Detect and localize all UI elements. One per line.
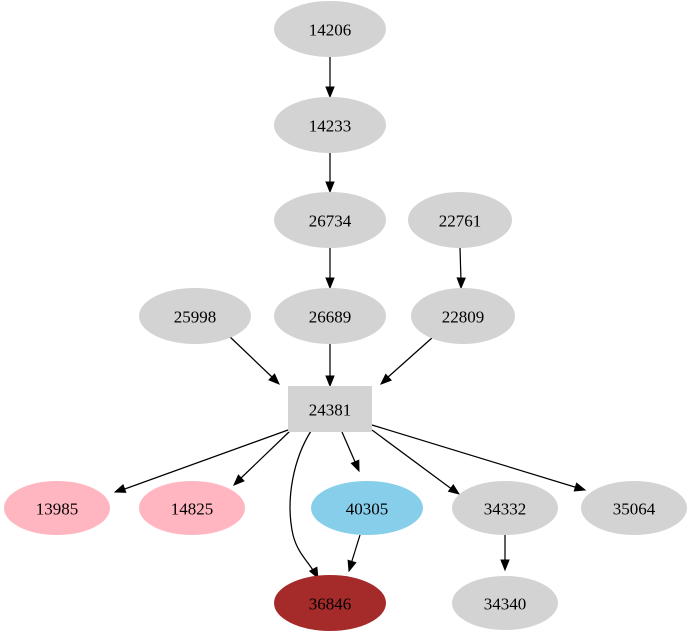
edge-22809-to-24381 <box>379 336 434 385</box>
node-26734[interactable]: 26734 <box>274 192 386 248</box>
edge-line <box>121 429 289 491</box>
edge-26734-to-26689 <box>325 248 335 290</box>
node-34340[interactable]: 34340 <box>452 576 558 630</box>
node-ellipse[interactable] <box>274 288 386 344</box>
node-40305[interactable]: 40305 <box>311 481 423 535</box>
node-36846[interactable]: 36846 <box>274 575 386 631</box>
arrowhead-icon <box>325 277 335 290</box>
edge-24381-to-35064 <box>371 424 587 492</box>
node-ellipse[interactable] <box>452 481 558 535</box>
node-ellipse[interactable] <box>274 192 386 248</box>
arrowhead-icon <box>268 373 280 385</box>
node-ellipse[interactable] <box>4 481 110 535</box>
arrowhead-icon <box>456 277 466 290</box>
arrowhead-icon <box>113 483 127 493</box>
node-35064[interactable]: 35064 <box>581 481 687 535</box>
arrowhead-icon <box>573 482 587 492</box>
edge-24381-to-13985 <box>113 429 289 493</box>
node-ellipse[interactable] <box>274 575 386 631</box>
node-22761[interactable]: 22761 <box>408 192 512 248</box>
node-34332[interactable]: 34332 <box>452 481 558 535</box>
edge-14206-to-14233 <box>325 57 335 99</box>
edge-24381-to-14825 <box>233 430 291 486</box>
arrowhead-icon <box>379 373 392 385</box>
node-ellipse[interactable] <box>139 481 245 535</box>
edge-22761-to-22809 <box>456 247 466 290</box>
edge-26689-to-24381 <box>325 344 335 388</box>
edge-25998-to-24381 <box>227 334 280 385</box>
node-ellipse[interactable] <box>581 481 687 535</box>
node-ellipse[interactable] <box>274 97 386 153</box>
node-13985[interactable]: 13985 <box>4 481 110 535</box>
node-ellipse[interactable] <box>408 192 512 248</box>
node-25998[interactable]: 25998 <box>139 288 251 344</box>
nodes-layer: 14206 14233 26734 22761 25998 26689 22809 24381… <box>4 1 687 631</box>
edge-24381-to-36846 <box>289 430 319 580</box>
node-14825[interactable]: 14825 <box>139 481 245 535</box>
edge-24381-to-34332 <box>371 429 461 495</box>
arrowhead-icon <box>347 559 357 573</box>
node-ellipse[interactable] <box>274 1 386 57</box>
edge-14233-to-26734 <box>325 153 335 194</box>
edge-line <box>371 429 454 491</box>
edge-line <box>289 430 315 573</box>
arrowhead-icon <box>500 559 510 572</box>
node-26689[interactable]: 26689 <box>274 288 386 344</box>
node-ellipse[interactable] <box>139 288 251 344</box>
edge-24381-to-40305 <box>341 431 360 473</box>
edge-40305-to-36846 <box>347 534 361 573</box>
edges-layer <box>113 57 587 580</box>
arrowhead-icon <box>308 566 319 580</box>
node-14206[interactable]: 14206 <box>274 1 386 57</box>
node-14233[interactable]: 14233 <box>274 97 386 153</box>
arrowhead-icon <box>233 474 245 486</box>
node-ellipse[interactable] <box>452 576 558 630</box>
edge-line <box>239 430 291 480</box>
arrowhead-icon <box>350 459 360 473</box>
edge-line <box>386 336 434 379</box>
edge-line <box>227 334 274 379</box>
arrowhead-icon <box>325 181 335 194</box>
node-ellipse[interactable] <box>311 481 423 535</box>
node-24381[interactable]: 24381 <box>288 386 372 432</box>
edge-line <box>371 424 579 489</box>
edge-line <box>350 534 361 565</box>
arrowhead-icon <box>325 375 335 388</box>
arrowhead-icon <box>447 483 461 495</box>
node-22809[interactable]: 22809 <box>411 288 515 344</box>
arrowhead-icon <box>325 86 335 99</box>
node-box[interactable] <box>288 386 372 432</box>
edge-34332-to-34340 <box>500 535 510 572</box>
node-ellipse[interactable] <box>411 288 515 344</box>
edge-line <box>459 247 462 282</box>
edge-line <box>341 431 357 465</box>
